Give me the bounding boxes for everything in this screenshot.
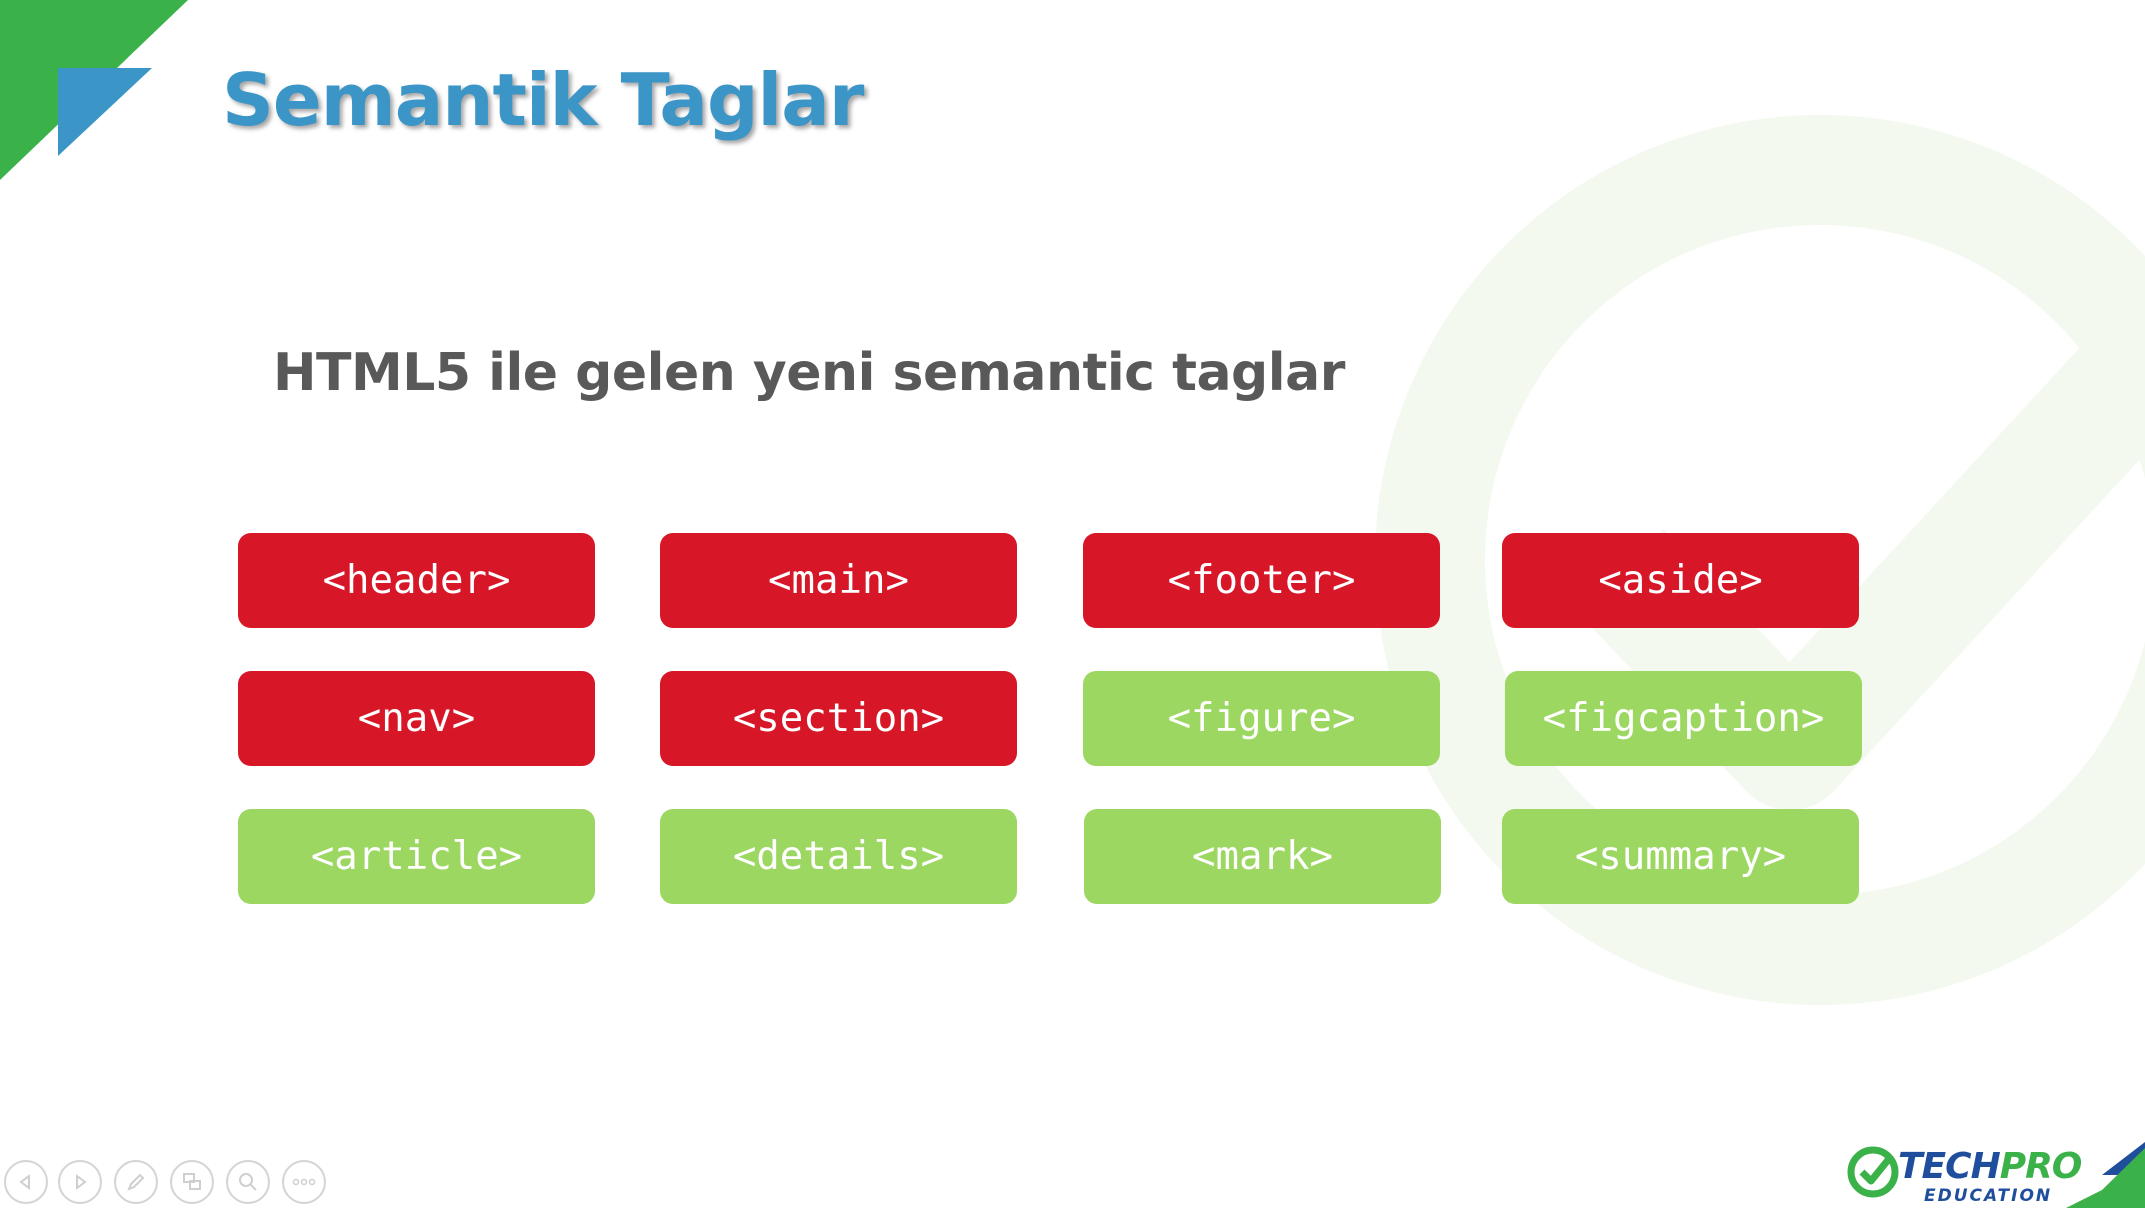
techpro-logo (1847, 1142, 2145, 1208)
tag-footer: <footer> (1083, 533, 1440, 628)
previous-icon (19, 1174, 30, 1190)
pen-icon (127, 1173, 145, 1191)
tag-main: <main> (660, 533, 1017, 628)
logo-subtitle: EDUCATION (1924, 1186, 2053, 1206)
slides-icon (183, 1173, 201, 1190)
slide-subtitle: HTML5 ile gelen yeni semantic taglar (273, 343, 1345, 403)
logo-brand-pro: PRO (1999, 1146, 2083, 1187)
next-icon (76, 1174, 87, 1190)
previous-slide-button[interactable] (4, 1160, 48, 1204)
more-button[interactable] (282, 1160, 326, 1204)
tag-aside: <aside> (1502, 533, 1859, 628)
slide-title: Semantik Taglar (222, 58, 864, 142)
tag-mark: <mark> (1084, 809, 1441, 904)
tag-nav: <nav> (238, 671, 595, 766)
corner-decoration (0, 0, 188, 180)
tag-figcaption: <figcaption> (1505, 671, 1862, 766)
slides-button[interactable] (170, 1160, 214, 1204)
tag-section: <section> (660, 671, 1017, 766)
more-icon (292, 1178, 316, 1186)
tag-summary: <summary> (1502, 809, 1859, 904)
tag-figure: <figure> (1083, 671, 1440, 766)
tag-header: <header> (238, 533, 595, 628)
pen-button[interactable] (114, 1160, 158, 1204)
zoom-button[interactable] (226, 1160, 270, 1204)
logo-brand-tech: TECH (1898, 1146, 2001, 1187)
tag-details: <details> (660, 809, 1017, 904)
zoom-icon (239, 1173, 257, 1191)
logo-brand: TECHPRO (1898, 1146, 2083, 1187)
tag-article: <article> (238, 809, 595, 904)
next-slide-button[interactable] (58, 1160, 102, 1204)
